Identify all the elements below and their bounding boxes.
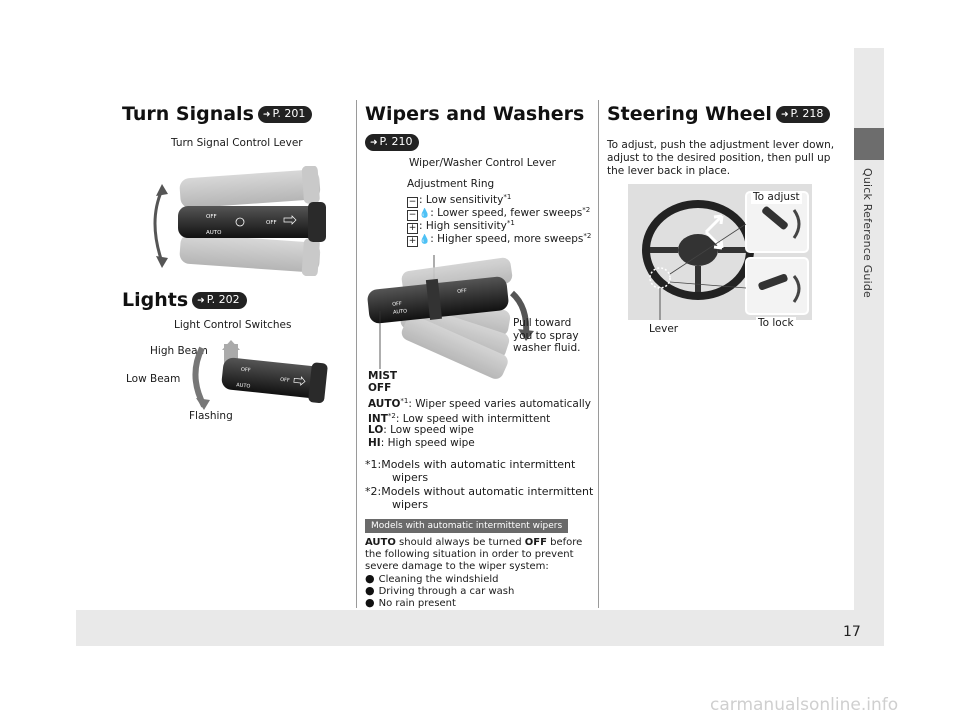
steering-wheel-illustration [628,184,812,320]
footnote-1a: *1:Models with automatic intermittent [365,458,576,471]
watermark: carmanualsonline.info [710,695,899,715]
lights-page-ref[interactable]: ➜P. 202 [192,292,247,309]
mode-int: INT*2: Low speed with intermittent [368,412,551,425]
ring-item-2: −💧: Lower speed, fewer sweeps*2 [407,206,591,221]
list-item: ●No rain present [365,596,456,609]
light-switch-illustration: OFF AUTO OFF [192,340,328,410]
bullet-icon: ● [365,584,375,597]
plus-key-icon: + [407,223,418,234]
to-lock-label: To lock [756,317,796,330]
pull-toward-note: Pull toward you to spray washer fluid. [513,317,581,354]
raindrops-icon: 💧 [419,235,431,245]
mode-hi: HI: High speed wipe [368,437,475,449]
wiper-lever-label: Wiper/Washer Control Lever [409,157,556,169]
minus-key-icon: − [407,210,418,221]
to-adjust-label: To adjust [751,191,802,204]
warning-line-1: AUTO should always be turned OFF before [365,537,583,548]
page-footer-band [76,610,884,646]
lever-auto-text: AUTO [206,230,222,236]
turn-signal-lever-label: Turn Signal Control Lever [171,137,303,149]
footnote-1b: wipers [392,471,429,484]
lever-off-text-2: OFF [266,220,277,226]
footnote-2b: wipers [392,498,429,511]
mode-lo: LO: Low speed wipe [368,424,474,436]
column-divider [356,100,357,608]
light-switches-label: Light Control Switches [174,319,292,331]
models-badge: Models with automatic intermittent wiper… [365,519,569,533]
minus-key-icon: − [407,197,418,208]
wiper-lever-off-text-2: OFF [457,288,467,295]
warning-line-2: the following situation in order to prev… [365,549,574,560]
steering-desc-3: the lever back in place. [607,165,731,177]
wipers-page-ref[interactable]: ➜P. 210 [365,134,420,151]
lights-heading: Lights➜P. 202 [122,289,247,311]
wipers-page-ref-wrap: ➜P. 210 [365,132,420,151]
side-label: Quick Reference Guide [861,168,874,298]
ring-item-1: −: Low sensitivity*1 [407,193,512,208]
steering-desc-2: adjust to the desired position, then pul… [607,152,831,164]
steering-heading: Steering Wheel➜P. 218 [607,103,831,125]
mode-off: OFF [368,382,392,394]
column-divider [598,100,599,608]
turn-signal-lever-illustration: OFF AUTO OFF [153,166,326,276]
lever-label: Lever [649,323,679,335]
wiper-lever-off-text: OFF [392,301,402,308]
lights-title: Lights [122,289,189,311]
side-tab-marker [854,128,884,160]
lights-lever-off-text-2: OFF [280,377,290,384]
warning-line-3: severe damage to the wiper system: [365,561,549,572]
wipers-heading: Wipers and Washers [365,103,585,125]
lights-lever-off-text: OFF [241,367,251,374]
raindrop-icon: 💧 [419,209,431,219]
high-beam-label: High Beam [150,345,208,357]
bullet-icon: ● [365,596,375,609]
flashing-label: Flashing [189,410,233,422]
list-item: ●Cleaning the windshield [365,572,499,585]
mode-mist: MIST [368,370,398,382]
list-item: ●Driving through a car wash [365,584,515,597]
turn-signals-page-ref[interactable]: ➜P. 201 [257,106,313,123]
adjustment-ring-title: Adjustment Ring [407,178,495,190]
mode-auto: AUTO*1: Wiper speed varies automatically [368,397,591,410]
steering-title: Steering Wheel [607,103,772,125]
wiper-lever-auto-text: AUTO [393,308,408,315]
steering-desc-1: To adjust, push the adjustment lever dow… [607,139,835,151]
bullet-icon: ● [365,572,375,585]
plus-key-icon: + [407,236,418,247]
steering-page-ref[interactable]: ➜P. 218 [775,106,831,123]
ring-item-4: +💧: Higher speed, more sweeps*2 [407,232,592,247]
turn-signals-heading: Turn Signals➜P. 201 [122,103,313,125]
low-beam-label: Low Beam [126,373,181,385]
footnote-2a: *2:Models without automatic intermittent [365,485,594,498]
lights-lever-auto-text: AUTO [236,382,251,389]
page-number: 17 [843,624,861,640]
wiper-lever-illustration: OFF AUTO OFF [367,255,534,379]
lever-off-text: OFF [206,214,217,220]
turn-signals-title: Turn Signals [122,103,254,125]
ring-item-3: +: High sensitivity*1 [407,219,515,234]
